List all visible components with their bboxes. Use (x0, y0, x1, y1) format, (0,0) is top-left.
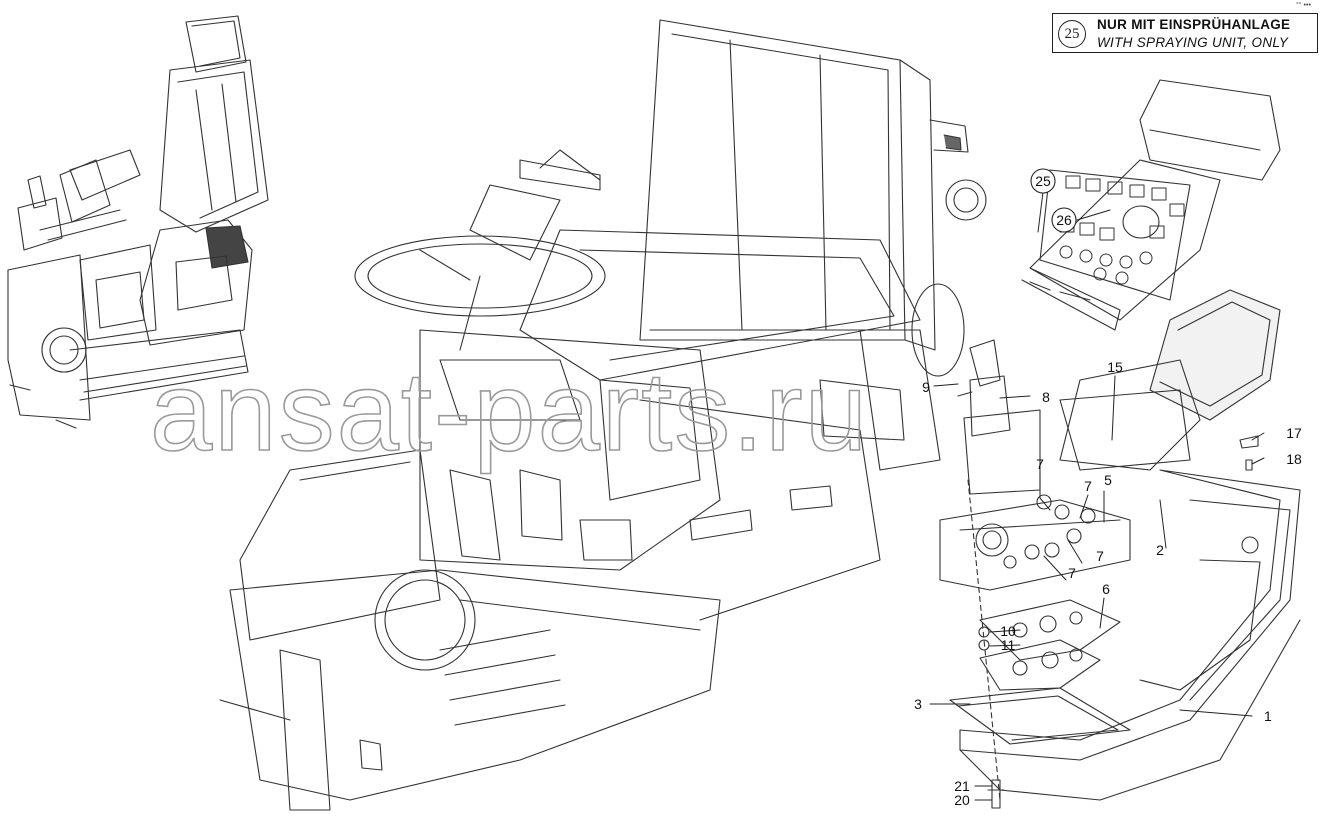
callout-25: 25 (1035, 173, 1051, 189)
panel-button-grid (1059, 175, 1185, 285)
callout-15: 15 (1107, 359, 1123, 375)
callout-7-d: 7 (1068, 565, 1076, 581)
callout-7-a: 7 (1036, 456, 1044, 472)
main-seat-drawing (219, 19, 987, 811)
callout-9: 9 (922, 379, 930, 395)
callout-7-c: 7 (1096, 548, 1104, 564)
callout-18: 18 (1286, 451, 1302, 467)
callout-11: 11 (1001, 637, 1016, 653)
legend-ref-circle: 25 (1058, 20, 1086, 48)
callout-labels: 1 2 3 5 6 7 7 7 7 8 9 10 11 15 17 18 20 … (914, 173, 1302, 808)
legend-text-german: NUR MIT EINSPRÜHANLAGE (1097, 17, 1291, 32)
legend-text-english: WITH SPRAYING UNIT, ONLY (1097, 35, 1289, 50)
callout-circle-26 (1051, 207, 1077, 233)
spraying-panel-drawing (1021, 79, 1281, 331)
callout-7-b: 7 (1084, 478, 1092, 494)
callout-20: 20 (954, 792, 970, 808)
callout-3: 3 (914, 696, 922, 712)
callout-1: 1 (1264, 708, 1272, 724)
overview-machine-drawing (7, 15, 269, 429)
watermark-text: ansat-parts.ru (150, 349, 869, 474)
callout-21: 21 (954, 778, 970, 794)
callout-5: 5 (1104, 472, 1112, 488)
callout-8: 8 (1042, 389, 1050, 405)
callout-2: 2 (1156, 542, 1164, 558)
callout-26: 26 (1056, 212, 1072, 228)
spraying-unit-legend: 25 NUR MIT EINSPRÜHANLAGE WITH SPRAYING … (1052, 13, 1318, 53)
callout-circle-25 (1030, 168, 1056, 194)
callout-17: 17 (1286, 425, 1302, 441)
callout-leader-lines (929, 191, 1265, 801)
callout-6: 6 (1102, 581, 1110, 597)
right-console-drawing (939, 289, 1301, 809)
callout-10: 10 (1000, 623, 1016, 639)
corner-mark: °° ••• (1296, 2, 1311, 9)
